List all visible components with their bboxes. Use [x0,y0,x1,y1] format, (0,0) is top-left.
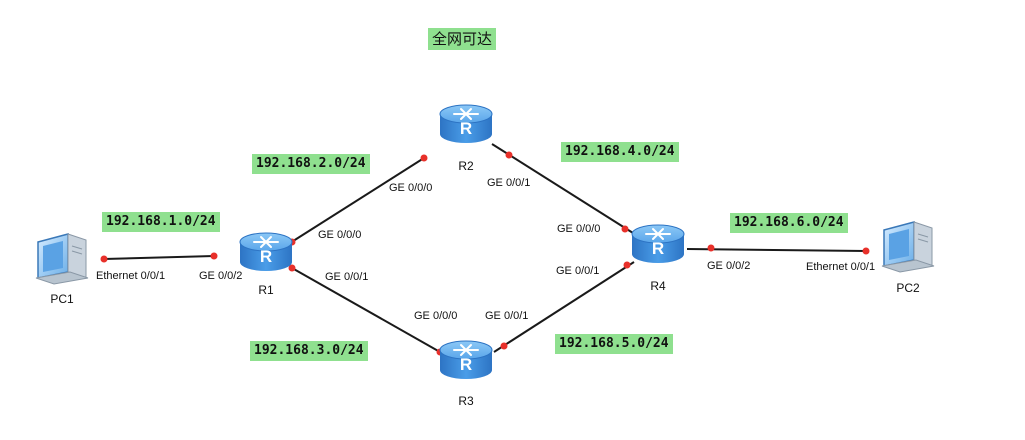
port-dot-r4-ge000 [621,225,629,233]
link-r1-r3[interactable] [291,267,441,353]
router-arrows-icon [453,108,479,120]
link-r4-pc2[interactable] [686,248,867,252]
port-label-r1-ge001: GE 0/0/1 [325,271,369,283]
router-arrows-icon [453,344,479,356]
diagram-title: 全网可达 [428,28,497,50]
port-label-r1-ge002: GE 0/0/2 [199,270,243,282]
link-pc1-r1[interactable] [103,255,215,260]
router-r3[interactable]: R [439,340,493,379]
subnet-label-r4-pc2: 192.168.6.0/24 [730,213,848,233]
link-r2-r4[interactable] [491,143,634,234]
port-dot-r4-ge001 [623,261,631,269]
router-arrows-icon [645,228,671,240]
port-label-r3-ge000: GE 0/0/0 [414,310,458,322]
port-label-r2-ge001: GE 0/0/1 [487,177,531,189]
router-r1-glyph: R [260,247,272,266]
link-r1-r2[interactable] [289,157,425,244]
router-r4[interactable]: R [631,224,685,263]
device-name-r3: R3 [458,394,474,408]
port-label-r4-ge002: GE 0/0/2 [707,260,751,272]
device-name-r2: R2 [458,159,474,173]
links [103,143,867,353]
port-label-r3-ge001: GE 0/0/1 [485,310,529,322]
port-label-r4-ge000: GE 0/0/0 [557,223,601,235]
subnet-label-r3-r4: 192.168.5.0/24 [555,334,673,354]
port-label-pc2-eth: Ethernet 0/0/1 [806,261,876,273]
port-dot-r1-ge001 [288,264,296,272]
link-r3-r4[interactable] [493,261,635,353]
port-label-pc1-eth: Ethernet 0/0/1 [96,270,166,282]
port-dot-r2-ge000 [420,154,428,162]
router-r2[interactable]: R [439,104,493,143]
pc2-computer-icon[interactable] [881,221,935,273]
router-r1[interactable]: R [239,232,293,271]
subnet-label-r1-r2: 192.168.2.0/24 [252,154,370,174]
subnet-label-pc1-r1: 192.168.1.0/24 [102,212,220,232]
device-name-pc1: PC1 [50,292,74,306]
router-r3-glyph: R [460,355,472,374]
port-dot-r2-ge001 [505,151,513,159]
subnet-label-r1-r3: 192.168.3.0/24 [250,341,368,361]
port-dot-pc1 [100,255,108,263]
device-name-r1: R1 [258,283,274,297]
device-name-pc2: PC2 [896,281,920,295]
port-label-r4-ge001: GE 0/0/1 [556,265,600,277]
port-label-r1-ge000: GE 0/0/0 [318,229,362,241]
port-dots [100,151,870,356]
router-r2-glyph: R [460,119,472,138]
port-dot-pc2 [862,247,870,255]
port-dot-r3-ge001 [500,342,508,350]
subnet-label-r2-r4: 192.168.4.0/24 [561,142,679,162]
port-dot-r1-ge002 [210,252,218,260]
port-label-r2-ge000: GE 0/0/0 [389,182,433,194]
pc1-computer-icon[interactable] [35,233,89,285]
router-r4-glyph: R [652,239,664,258]
port-dot-r4-ge002 [707,244,715,252]
device-name-r4: R4 [650,279,666,293]
router-arrows-icon [253,236,279,248]
